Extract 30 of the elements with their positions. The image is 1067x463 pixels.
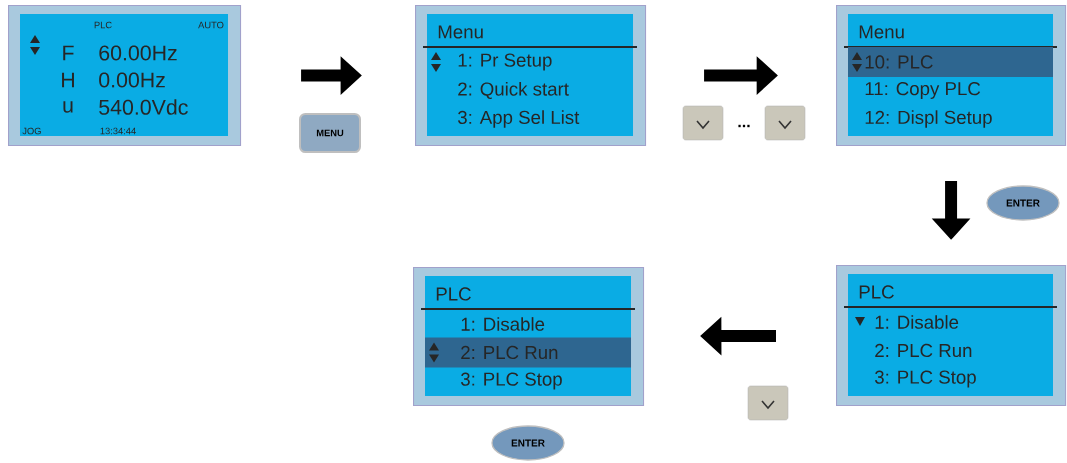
screen-text: H bbox=[62, 72, 74, 88]
menu-item: 2: PLC Run bbox=[875, 343, 972, 358]
menu-item: 3: App Sel List bbox=[458, 110, 580, 128]
enter-key: ENTER bbox=[986, 185, 1060, 221]
screen-text: PLC bbox=[94, 21, 112, 29]
screen-text: u bbox=[63, 101, 73, 113]
menu-item: 2: Quick start bbox=[458, 81, 569, 100]
screen-text: 0.00Hz bbox=[99, 72, 165, 88]
menu-item: 12: Displ Setup bbox=[865, 110, 992, 128]
enter-key: ENTER bbox=[491, 425, 565, 461]
screen-text: JOG bbox=[22, 127, 41, 135]
menu-item: 2: PLC Run bbox=[461, 345, 558, 360]
screen-text: F bbox=[63, 45, 74, 61]
screen-title: PLC bbox=[436, 287, 471, 301]
screen-text: 540.0Vdc bbox=[99, 99, 188, 115]
screen-title: Menu bbox=[859, 25, 904, 39]
ellipsis-text: ... bbox=[738, 124, 750, 128]
screen-title: Menu bbox=[438, 25, 483, 39]
menu-item: 3: PLC Stop bbox=[875, 370, 976, 388]
menu-item: 1: Pr Setup bbox=[458, 53, 552, 71]
menu-key: MENU bbox=[299, 113, 361, 153]
screen-text: 60.00Hz bbox=[99, 45, 177, 61]
screen-text: AUTO bbox=[198, 21, 224, 29]
menu-item: 11: Copy PLC bbox=[865, 82, 981, 99]
screen-title: PLC bbox=[859, 285, 894, 299]
menu-item: 10: PLC bbox=[865, 55, 933, 69]
menu-item: 1: Disable bbox=[461, 317, 545, 331]
menu-item: 3: PLC Stop bbox=[461, 372, 562, 390]
screen-text: 13:34:44 bbox=[100, 127, 136, 135]
menu-item: 1: Disable bbox=[875, 315, 959, 329]
